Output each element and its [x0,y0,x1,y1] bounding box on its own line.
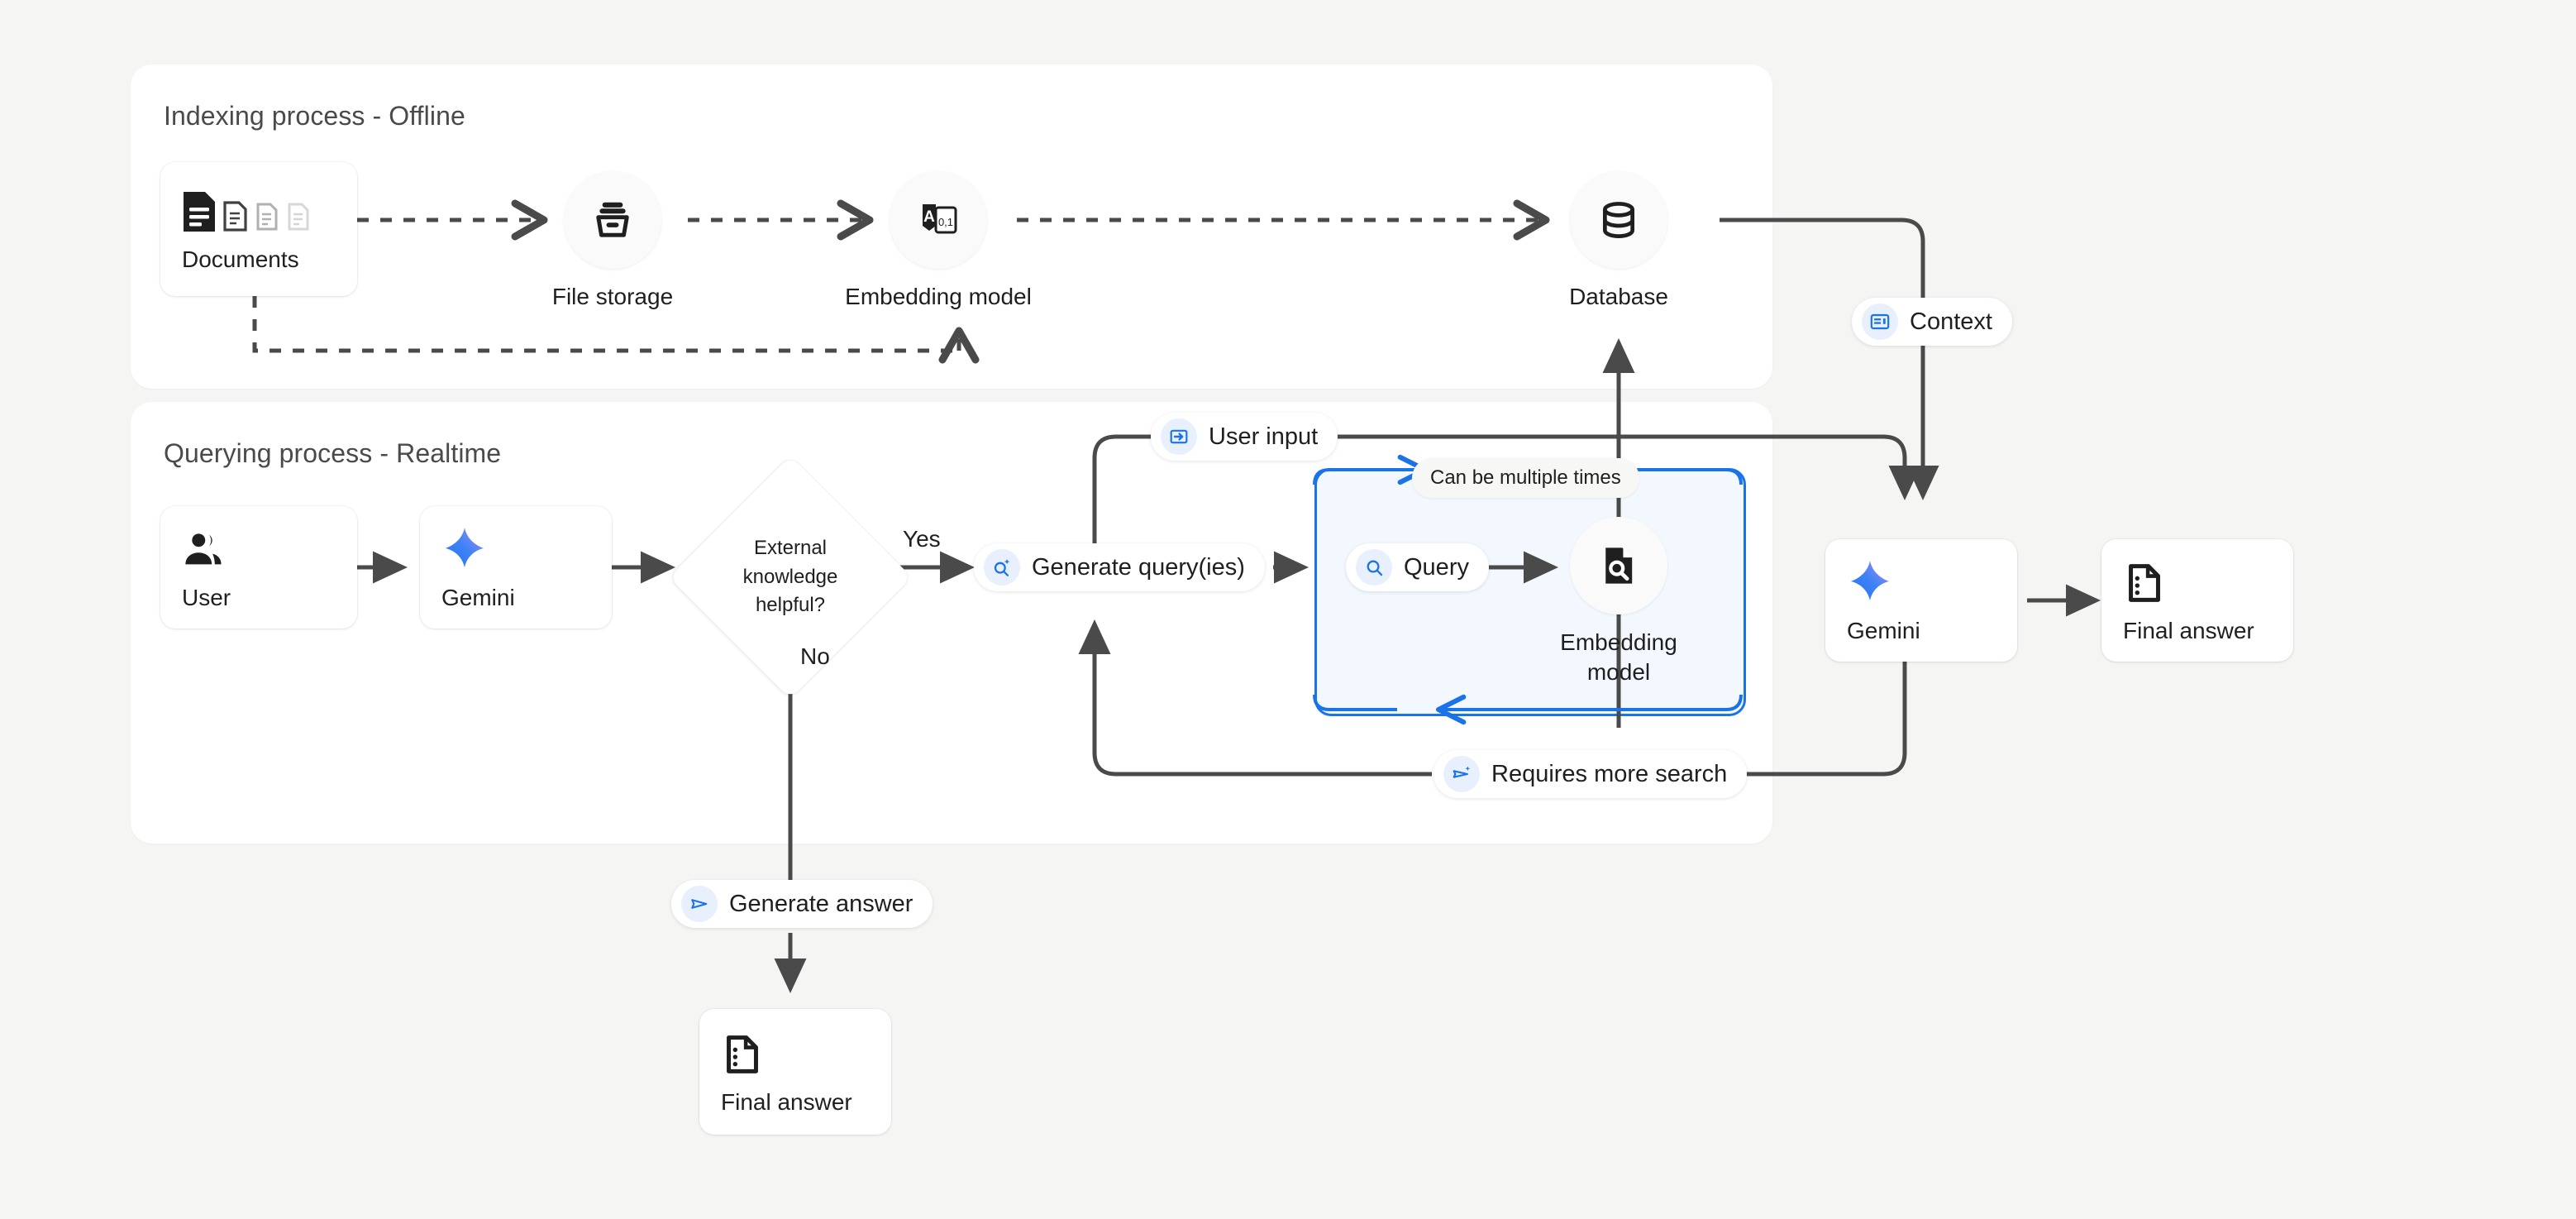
node-decision-label: External knowledge helpful? [704,491,876,663]
chip-generate-queries-label: Generate query(ies) [1032,553,1245,581]
node-final-answer-right-label: Final answer [2123,618,2254,643]
gemini-star-icon [1847,557,2017,605]
node-documents[interactable]: Documents [160,162,357,296]
svg-text:A: A [923,208,935,226]
node-database-label: Database [1569,284,1668,309]
chip-generate-queries[interactable]: Generate query(ies) [974,543,1265,591]
search-sparkle-icon [984,549,1020,586]
node-embedding-model[interactable]: 0,1 A Embedding model [845,171,1032,312]
multi-query-loop-region [1314,468,1746,716]
file-storage-icon [564,171,661,269]
answer-doc-icon [721,1028,891,1076]
node-embedding-model-query[interactable]: Embedding model [1560,517,1677,687]
node-documents-label: Documents [182,246,299,272]
panel-indexing-title: Indexing process - Offline [164,101,465,131]
panel-querying-title: Querying process - Realtime [164,438,502,468]
edge-label-no: No [800,643,830,669]
documents-stack-icon [182,185,357,233]
node-database[interactable]: Database [1569,171,1668,312]
node-file-storage[interactable]: File storage [552,171,673,312]
node-file-storage-label: File storage [551,284,674,309]
chip-user-input[interactable]: User input [1151,413,1338,461]
text-to-vector-icon: 0,1 A [890,171,987,269]
gemini-star-icon [441,523,612,571]
node-gemini-left[interactable]: Gemini [420,506,612,629]
chip-can-be-multiple-times: Can be multiple times [1412,458,1639,498]
chip-generate-answer[interactable]: Generate answer [671,880,933,928]
context-block-icon [1862,304,1898,340]
chip-requires-more-search-label: Requires more search [1491,760,1728,787]
chip-generate-answer-label: Generate answer [729,890,914,917]
node-final-answer-bottom[interactable]: Final answer [699,1009,891,1135]
send-icon [681,886,718,922]
node-gemini-right-label: Gemini [1847,618,1920,643]
chip-requires-more-search[interactable]: Requires more search [1433,750,1748,798]
svg-text:0,1: 0,1 [938,216,953,228]
node-embedding-model-label: Embedding model [845,284,1032,309]
send-sparkle-icon [1443,756,1480,792]
node-final-answer-right[interactable]: Final answer [2101,539,2293,662]
chip-query-label: Query [1404,553,1469,581]
chip-context-label: Context [1910,308,1992,335]
input-arrow-icon [1161,418,1197,455]
decision-line-3: helpful? [755,594,826,617]
node-final-answer-bottom-label: Final answer [721,1089,852,1115]
chip-user-input-label: User input [1209,423,1319,450]
people-icon [182,523,357,571]
embed-line-1: Embedding [1560,629,1677,655]
embed-line-2: model [1586,658,1651,685]
edge-label-yes: Yes [903,526,941,552]
search-icon [1356,549,1392,586]
node-gemini-left-label: Gemini [441,585,515,610]
decision-line-1: External [753,536,828,559]
node-embedding-model-query-label: Embedding model [1560,628,1677,687]
chip-query[interactable]: Query [1346,543,1489,591]
database-icon [1570,171,1667,269]
node-decision-external-knowledge[interactable]: External knowledge helpful? [668,455,913,700]
node-user-label: User [182,585,231,610]
node-user[interactable]: User [160,506,357,629]
node-gemini-right[interactable]: Gemini [1825,539,2017,662]
chip-can-be-multiple-times-label: Can be multiple times [1430,466,1621,489]
answer-doc-icon [2123,557,2293,605]
document-search-icon [1570,517,1667,614]
chip-context[interactable]: Context [1852,298,2012,346]
decision-line-2: knowledge [742,565,838,588]
